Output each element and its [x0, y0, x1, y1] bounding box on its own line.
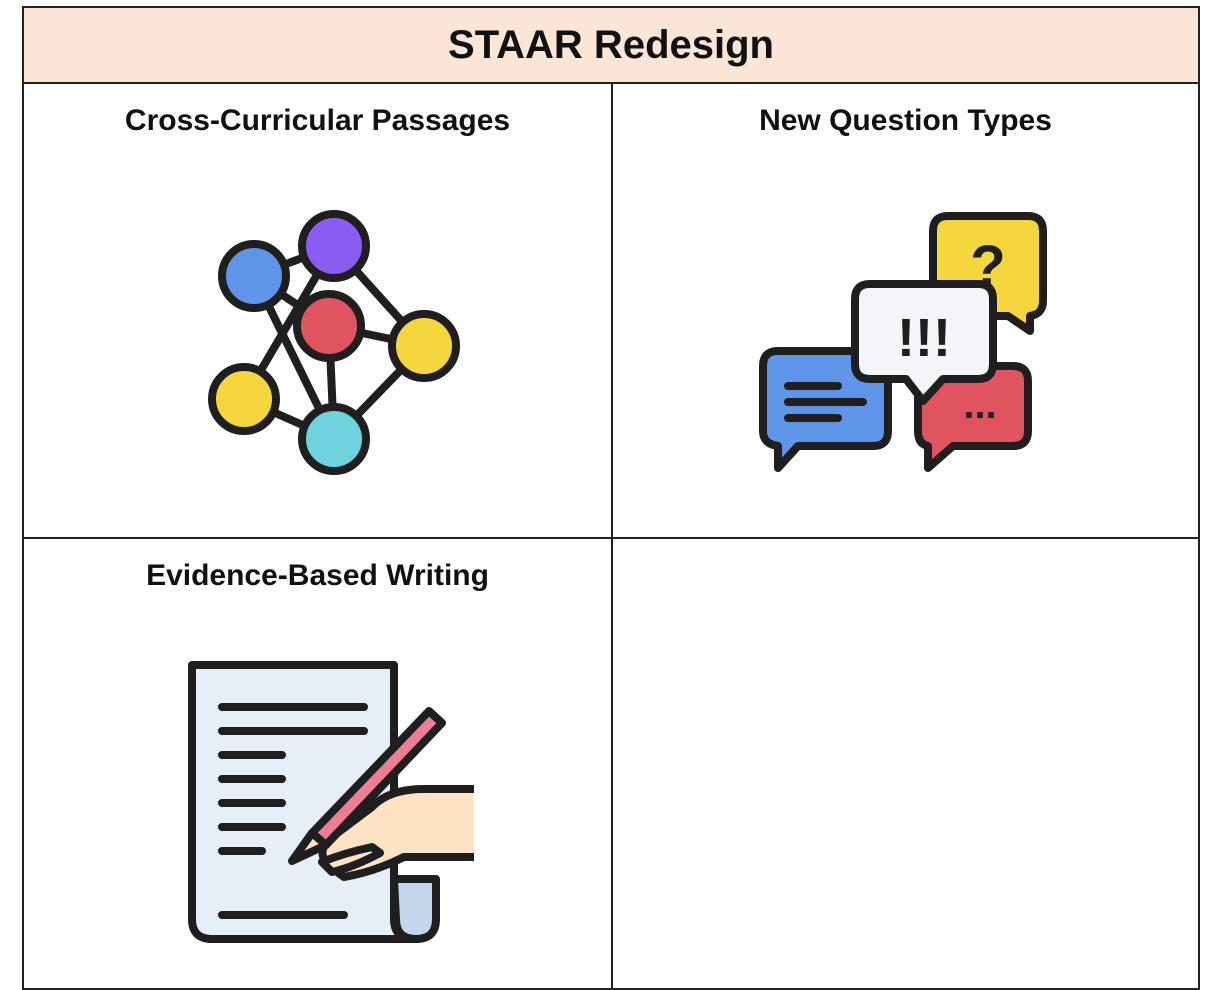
cell-evidence-based-writing: Evidence-Based Writing: [22, 537, 613, 990]
cell-title-cross-curricular: Cross-Curricular Passages: [124, 104, 511, 137]
cell-title-new-question-types: New Question Types: [759, 104, 1052, 137]
cell-title-evidence-based-writing: Evidence-Based Writing: [146, 559, 489, 592]
cell-cross-curricular-passages: Cross-Curricular Passages: [22, 82, 613, 539]
cell-new-question-types: New Question Types ? !: [611, 82, 1200, 539]
ellipsis-glyph: ...: [963, 383, 996, 427]
exclamations-glyph: !!!: [897, 308, 951, 368]
speech-bubbles-icon: ? !!! ...: [758, 206, 1048, 476]
network-nodes-icon: [189, 204, 469, 484]
cell-empty: [611, 537, 1200, 990]
table-header: STAAR Redesign: [22, 6, 1200, 84]
question-mark-glyph: ?: [970, 234, 1005, 299]
hand-writing-document-icon: [184, 657, 474, 947]
table-title: STAAR Redesign: [448, 22, 774, 67]
